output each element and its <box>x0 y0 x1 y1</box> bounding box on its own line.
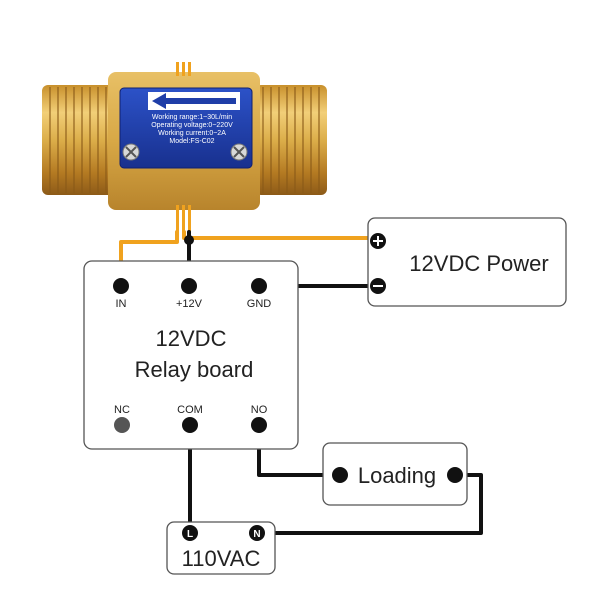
pin-label-gnd: GND <box>247 298 272 310</box>
relay-title-line1: 12VDC <box>156 326 227 351</box>
wire-junction <box>184 235 194 245</box>
wires <box>119 230 483 535</box>
screw-icon <box>122 143 140 161</box>
relay-board-box <box>83 260 299 450</box>
pin-label-com: COM <box>177 404 203 416</box>
loading-label: Loading <box>358 463 436 488</box>
neutral-wire <box>255 473 483 535</box>
positive-terminal-icon <box>370 233 386 249</box>
screw-icon <box>230 143 248 161</box>
right-thread <box>255 85 327 195</box>
power-positive-wire <box>182 230 379 240</box>
ac-n-terminal <box>249 525 265 541</box>
loading-right-terminal <box>447 467 463 483</box>
sensor-spec-line: Operating voltage:0~220V <box>151 122 233 129</box>
pin-label-nc: NC <box>114 404 130 416</box>
sensor-spec-line: Model:FS-C02 <box>169 138 214 145</box>
no-pin <box>251 417 267 433</box>
power-supply-box <box>367 217 567 307</box>
loading-left-terminal <box>332 467 348 483</box>
relay-title-line2: Relay board <box>135 357 254 382</box>
sensor-spec-line: Working current:0~2A <box>158 130 226 137</box>
ac-l-terminal <box>182 525 198 541</box>
gnd-pin <box>251 278 267 294</box>
flow-sensor: Working range:1~30L/min Operating voltag… <box>42 62 327 233</box>
ac-n-label: N <box>253 529 260 540</box>
flow-arrow-icon <box>152 93 236 109</box>
plus12v-pin <box>181 278 197 294</box>
in-pin <box>113 278 129 294</box>
sensor-spec-line: Working range:1~30L/min <box>152 114 232 121</box>
pin-label-12v: +12V <box>176 298 203 310</box>
pin-label-in: IN <box>116 298 127 310</box>
com-pin <box>182 417 198 433</box>
power-supply-label: 12VDC Power <box>409 251 548 276</box>
loading-box <box>322 442 468 506</box>
pin-label-no: NO <box>251 404 268 416</box>
nc-pin <box>114 417 130 433</box>
negative-terminal-icon <box>370 278 386 294</box>
ac-source-label: 110VAC <box>182 546 261 571</box>
ac-l-label: L <box>187 529 193 540</box>
